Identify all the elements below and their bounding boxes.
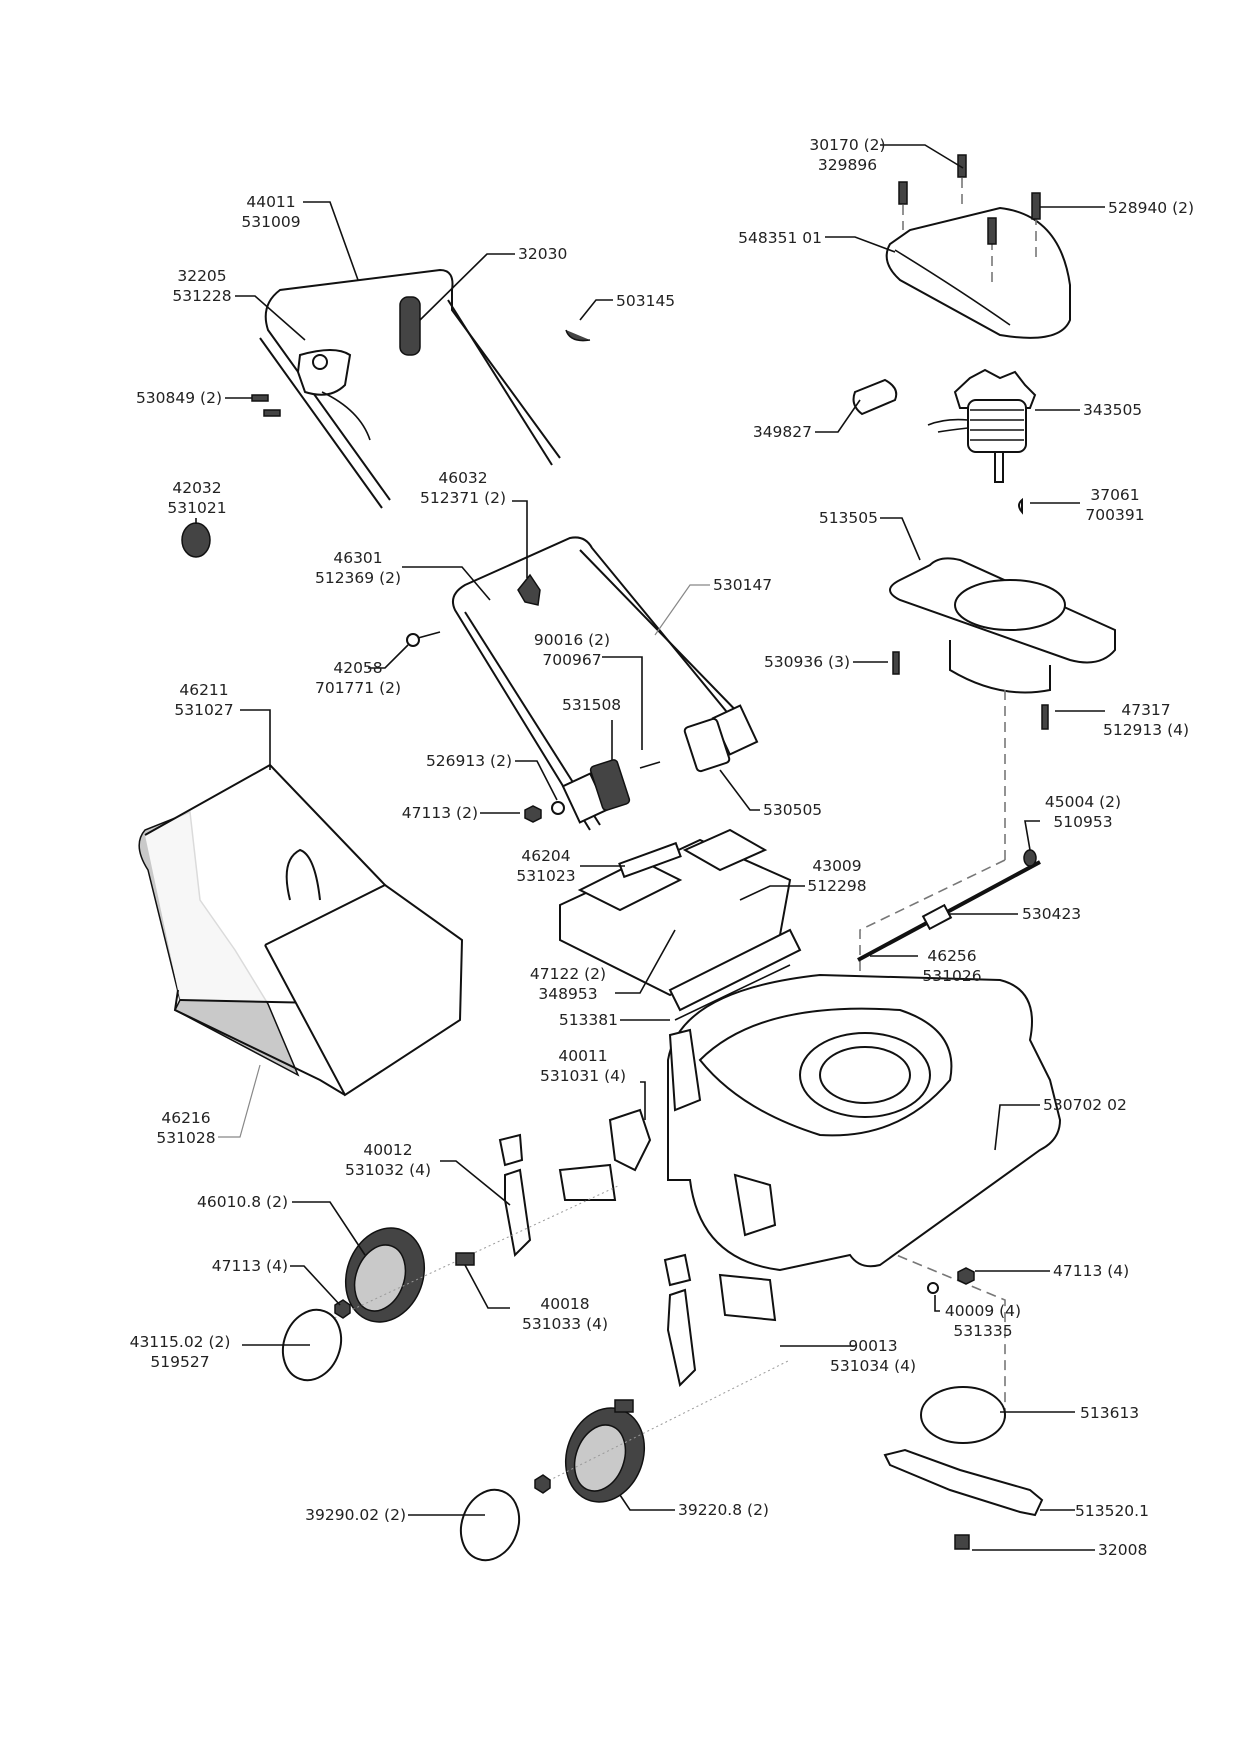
part-label-526913: 526913 (2) — [425, 752, 512, 770]
washer — [551, 801, 565, 815]
capacitor — [852, 378, 898, 416]
flap-hinge — [674, 964, 791, 1021]
screw-icon — [892, 651, 900, 675]
washer — [927, 1282, 939, 1294]
hinge-rod — [857, 849, 1041, 962]
part-label-343505: 343505 — [1083, 401, 1143, 419]
star-knob — [517, 573, 541, 606]
part-label-45004: 45004 (2)510953 — [1044, 793, 1122, 831]
part-label-47113-2: 47113 (2) — [401, 804, 478, 822]
part-label-530505: 530505 — [763, 801, 823, 819]
nut — [524, 805, 542, 823]
screw-icon — [1031, 192, 1041, 220]
part-label-513520-1: 513520.1 — [1075, 1502, 1149, 1520]
part-label-530147: 530147 — [713, 576, 773, 594]
hubcap — [281, 1308, 343, 1382]
bolt — [406, 631, 441, 647]
nut — [534, 1474, 551, 1494]
motor-mount — [889, 557, 1116, 694]
lower-handle — [452, 536, 759, 831]
nut — [957, 1267, 975, 1285]
part-label-40009: 40009 (4)531335 — [944, 1302, 1022, 1340]
blade-bolt — [954, 1534, 970, 1550]
part-label-513381: 513381 — [558, 1011, 618, 1029]
part-label-513505: 513505 — [818, 509, 878, 527]
screw-icon — [898, 181, 908, 205]
part-label-32008: 32008 — [1098, 1541, 1148, 1559]
screw-icon — [1041, 704, 1049, 730]
part-label-513613: 513613 — [1080, 1404, 1140, 1422]
screw-icon — [987, 217, 997, 245]
part-label-32030: 32030 — [518, 245, 568, 263]
grass-catcher — [138, 763, 464, 1097]
screw-icon — [263, 409, 281, 417]
part-label-39290-02: 39290.02 (2) — [305, 1506, 406, 1524]
part-label-531508: 531508 — [562, 696, 622, 714]
part-label-530849: 530849 (2) — [135, 389, 222, 407]
clamp-block — [589, 759, 631, 811]
height-adjuster — [498, 1108, 777, 1388]
part-label-47113-4b: 47113 (4) — [1053, 1262, 1130, 1280]
switch-box — [296, 349, 371, 441]
part-label-47122: 47122 (2)348953 — [529, 965, 607, 1003]
screw-icon — [957, 154, 967, 178]
part-label-503145: 503145 — [616, 292, 676, 310]
part-label-30170: 30170 (2)329896 — [809, 136, 886, 174]
cable-clip-ring — [565, 329, 591, 342]
front-wheel — [344, 1227, 426, 1323]
part-label-90016: 90016 (2)700967 — [533, 631, 611, 669]
mower-deck — [667, 973, 1062, 1272]
part-label-47113-4a: 47113 (4) — [211, 1257, 288, 1275]
part-label-39220-8: 39220.8 (2) — [678, 1501, 769, 1519]
part-label-530423: 530423 — [1022, 905, 1082, 923]
bolt — [455, 1252, 475, 1266]
rear-wheel — [564, 1407, 646, 1503]
cap-nut — [1023, 849, 1037, 867]
upper-handle — [259, 268, 561, 509]
cable-clip — [399, 296, 421, 356]
motor-cover — [885, 154, 1071, 339]
bolt — [614, 1399, 634, 1413]
part-label-548351-01: 548351 01 — [738, 229, 822, 247]
part-label-46010-8: 46010.8 (2) — [197, 1193, 288, 1211]
part-label-349827: 349827 — [752, 423, 812, 441]
knob — [181, 522, 211, 558]
rear-flap — [559, 828, 802, 1012]
motor — [927, 368, 1037, 483]
part-label-528940: 528940 (2) — [1108, 199, 1195, 217]
blade — [883, 1448, 1044, 1517]
part-label-530702-02: 530702 02 — [1043, 1096, 1127, 1114]
key — [1018, 497, 1023, 515]
part-label-43115-02: 43115.02 (2)519527 — [129, 1333, 231, 1371]
fan — [920, 1386, 1006, 1444]
clamp-block — [683, 717, 731, 773]
screw-icon — [251, 394, 269, 402]
hubcap — [459, 1488, 521, 1562]
part-label-530936: 530936 (3) — [763, 653, 850, 671]
leader-lines — [195, 144, 1105, 1551]
